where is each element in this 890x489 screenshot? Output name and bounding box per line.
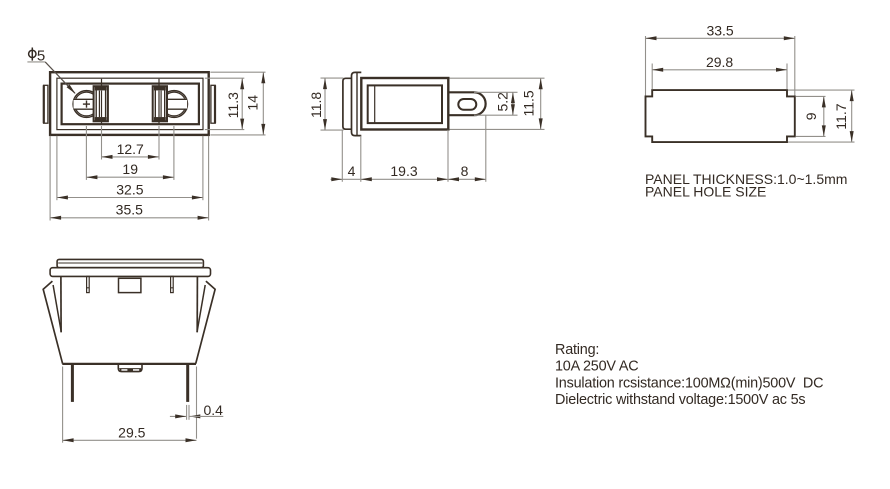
svg-text:0.4: 0.4 <box>203 402 223 418</box>
svg-text:9: 9 <box>803 112 819 120</box>
svg-text:11.3: 11.3 <box>225 92 241 118</box>
svg-text:PANEL THICKNESS:1.0~1.5mm: PANEL THICKNESS:1.0~1.5mm <box>645 171 847 187</box>
svg-text:5.2: 5.2 <box>495 92 511 112</box>
svg-text:10A 250V AC: 10A 250V AC <box>555 359 638 375</box>
svg-text:29.5: 29.5 <box>118 424 145 440</box>
svg-text:Rating:: Rating: <box>555 342 599 358</box>
svg-text:11.7: 11.7 <box>833 103 849 129</box>
svg-text:12.7: 12.7 <box>117 141 144 157</box>
svg-text:8: 8 <box>461 163 469 179</box>
svg-text:35.5: 35.5 <box>116 202 143 218</box>
svg-text:14: 14 <box>245 95 261 111</box>
svg-text:PANEL HOLE SIZE: PANEL HOLE SIZE <box>645 184 766 200</box>
svg-text:Insulation rcsistance:100MΩ(mi: Insulation rcsistance:100MΩ(min)500V DC <box>555 375 823 391</box>
svg-text:11.8: 11.8 <box>308 92 324 118</box>
svg-text:19.3: 19.3 <box>390 163 417 179</box>
svg-text:Dielectric withstand voltage:1: Dielectric withstand voltage:1500V ac 5s <box>555 392 805 408</box>
svg-text:11.5: 11.5 <box>520 90 536 116</box>
svg-text:29.8: 29.8 <box>706 54 733 70</box>
svg-text:19: 19 <box>122 161 138 177</box>
svg-text:4: 4 <box>348 163 356 179</box>
svg-text:5: 5 <box>37 48 45 65</box>
svg-text:32.5: 32.5 <box>116 181 143 197</box>
svg-text:33.5: 33.5 <box>706 22 733 38</box>
